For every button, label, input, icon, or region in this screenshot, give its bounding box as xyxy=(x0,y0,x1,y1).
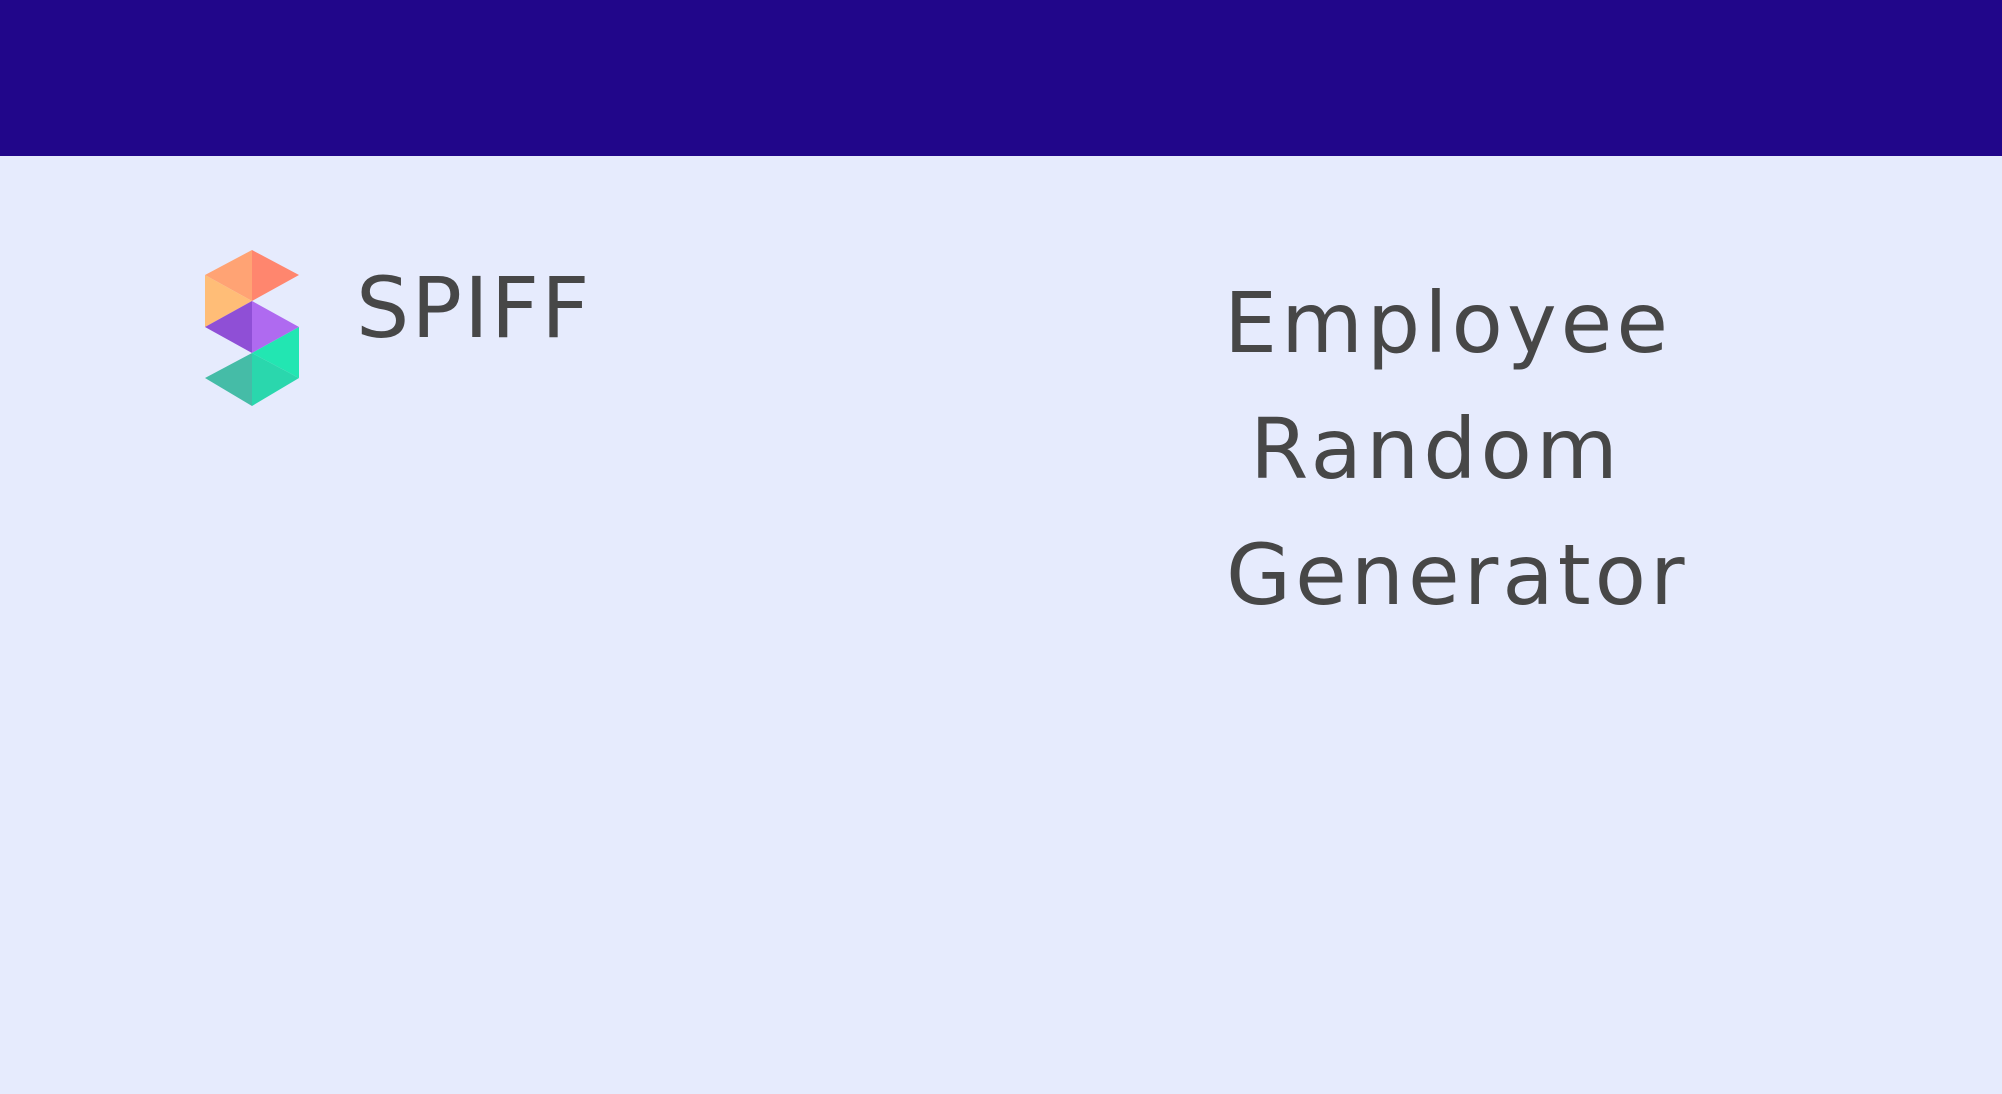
headline-line-generator: Generator xyxy=(1226,526,1689,624)
brand: SPIFF xyxy=(204,250,624,410)
top-bar xyxy=(0,0,2002,156)
headline-line-random: Random xyxy=(1250,400,1622,498)
page-content xyxy=(0,156,2002,1094)
headline: Employee Random Generator xyxy=(1210,260,1710,638)
spiff-logo-icon xyxy=(205,250,299,406)
headline-line-employee: Employee xyxy=(1224,274,1673,372)
brand-name: SPIFF xyxy=(356,259,592,357)
